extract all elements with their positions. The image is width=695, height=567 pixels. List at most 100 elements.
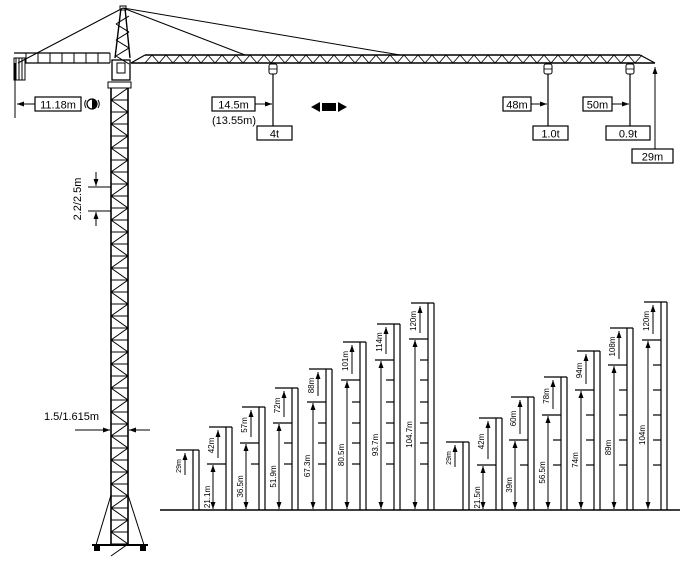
mast-diagonal: [110, 243, 129, 257]
total-height-label: 60m: [509, 410, 518, 426]
mast-diagonal: [110, 171, 129, 185]
jib-lattice: [564, 54, 573, 64]
jib-lattice: [361, 54, 370, 64]
jib-lattice: [263, 54, 272, 64]
jib-lattice: [179, 54, 188, 64]
jib-lattice: [207, 54, 216, 64]
lower-height-label: 39m: [505, 477, 514, 493]
mast-diagonal: [110, 339, 129, 353]
lower-height-label: 93.7m: [371, 434, 380, 457]
mast-diagonal: [110, 231, 129, 245]
jib-lattice: [529, 54, 538, 64]
total-height-label: 42m: [477, 433, 486, 449]
jib-lattice: [249, 54, 258, 64]
load-box: [256, 125, 293, 141]
jib-lattice: [431, 54, 440, 64]
load-label: 1.0t: [541, 129, 559, 141]
jib-lattice: [585, 54, 594, 64]
total-height-label: 29m: [446, 451, 453, 465]
lower-height-label: 80.5m: [337, 444, 346, 467]
jib-lattice: [242, 54, 251, 64]
jib-lattice: [144, 54, 153, 64]
mast-diagonal: [110, 207, 129, 221]
radius-label: 50m: [587, 100, 608, 112]
counter-jib-radius-box: [34, 96, 82, 112]
mast-diagonal: [110, 303, 129, 317]
height-label: 29m: [642, 152, 663, 164]
lower-height-label: 104m: [638, 425, 647, 445]
jib-lattice: [592, 54, 601, 64]
total-height-label: 72m: [273, 397, 282, 413]
mast-diagonal: [110, 219, 129, 233]
jib-tie-inner: [122, 7, 246, 56]
mast-diagonal: [110, 327, 129, 341]
mast-diagonal: [110, 519, 129, 533]
counter-jib-radius-label: 11.18m: [40, 100, 76, 112]
mast-diagonal: [110, 123, 129, 137]
mast-width-dimension: 1.5/1.615m: [44, 411, 150, 433]
mast-height-config: 104m 120m: [638, 301, 668, 510]
jib-lattice: [389, 54, 398, 64]
rotation-icon: [84, 98, 100, 110]
jib-lattice: [424, 54, 433, 64]
mast-diagonal: [110, 459, 129, 473]
tower-head-brace: [115, 55, 130, 65]
tower-head-brace: [115, 15, 130, 25]
jib-lattice: [228, 54, 237, 64]
mast-height-config: 39m 60m: [505, 396, 535, 510]
jib-lattice: [221, 54, 230, 64]
jib-lattice: [480, 54, 489, 64]
mast-diagonal: [110, 471, 129, 485]
mast-diagonal: [110, 195, 129, 209]
mast-diagonal: [110, 351, 129, 365]
jib-lattice: [634, 54, 643, 64]
mast-diagonal: [110, 267, 129, 281]
jib-lattice: [312, 54, 321, 64]
jib-lattice: [445, 54, 454, 64]
section-width-label: 1.5/1.615m: [44, 411, 99, 423]
tower-head-brace: [115, 31, 130, 41]
lower-height-label: 51.9m: [269, 465, 278, 488]
jib-lattice: [214, 54, 223, 64]
jib-lattice: [200, 54, 209, 64]
jib-tie-outer: [122, 7, 401, 56]
jib-lattice: [578, 54, 587, 64]
jib-lattice: [382, 54, 391, 64]
jib-lattice: [326, 54, 335, 64]
height-under-hook-dimension: 29m: [631, 67, 674, 164]
lower-height-label: 21.1m: [203, 486, 212, 509]
jib-lattice: [151, 54, 160, 64]
jib-lattice: [606, 54, 615, 64]
jib-lattice: [515, 54, 524, 64]
mast-diagonal: [110, 291, 129, 305]
radius-label: 48m: [506, 100, 527, 112]
jib-lattice: [375, 54, 384, 64]
mast-diagonal: [110, 447, 129, 461]
mast-diagonal: [110, 423, 129, 437]
lower-height-label: 36.5m: [236, 475, 245, 498]
tower-head: [114, 7, 122, 59]
base-foot: [140, 546, 146, 551]
mast-diagonal: [110, 387, 129, 401]
jib-lattice: [186, 54, 195, 64]
counter-jib-radius-dimension: 11.18m: [14, 63, 100, 118]
jib-lattice: [158, 54, 167, 64]
lower-height-label: 56.5m: [538, 461, 547, 484]
load-point-3: 50m 0.9t: [582, 96, 651, 141]
jib-lattice: [536, 54, 545, 64]
alt-radius-label: (13.55m): [212, 115, 256, 127]
jib-lattice: [403, 54, 412, 64]
jib-lattice: [172, 54, 181, 64]
total-height-label: 120m: [642, 311, 651, 331]
mast-diagonal: [110, 399, 129, 413]
mast-diagonal: [110, 507, 129, 521]
jib-lattice: [270, 54, 279, 64]
jib-lattice: [557, 54, 566, 64]
